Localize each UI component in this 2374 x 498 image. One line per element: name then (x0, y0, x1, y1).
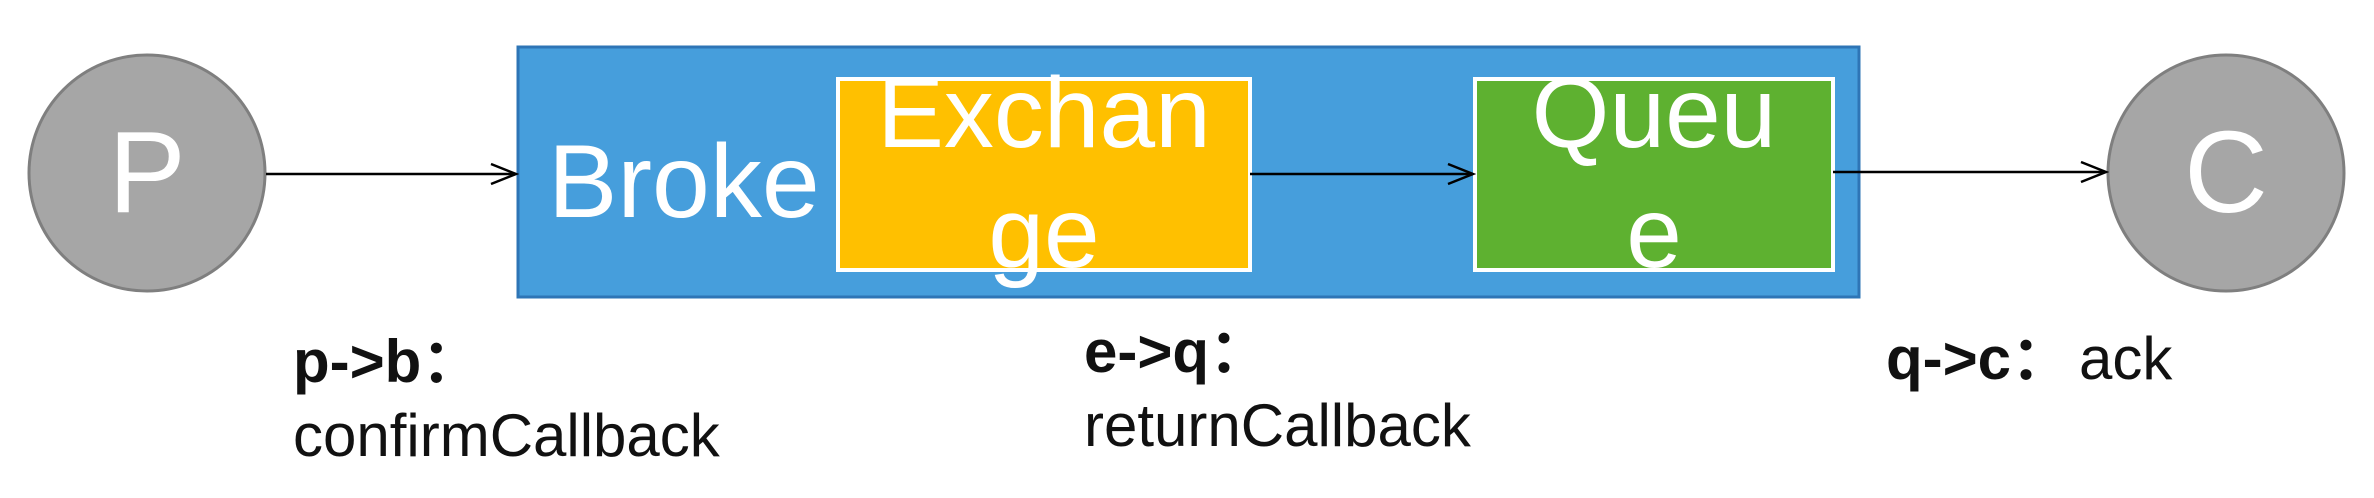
exchange-box (836, 77, 1252, 272)
label-eq-value: returnCallback (1084, 392, 1471, 459)
label-producer-broker: p->b： confirmCallback (293, 328, 720, 470)
exchange-label-line1: Exchan (877, 57, 1211, 169)
label-queue-consumer: q->c：ack (1886, 325, 2172, 393)
queue-box (1473, 77, 1835, 272)
label-pb-title: p->b (293, 328, 422, 395)
producer-node (27, 53, 267, 293)
label-eq-sep: ： (1209, 318, 1270, 385)
exchange-label-line2: ge (988, 177, 1099, 289)
producer-label: P (108, 107, 185, 237)
queue-label-line1: Queu (1532, 57, 1777, 169)
label-exchange-queue: e->q： returnCallback (1084, 318, 1471, 460)
label-qc-value: ack (2079, 325, 2173, 392)
label-eq-title: e->q (1084, 318, 1210, 385)
consumer-label: C (2184, 107, 2268, 237)
label-pb-sep: ： (421, 328, 482, 395)
broker-label: Broke (548, 124, 820, 240)
label-qc-title: q->c (1886, 325, 2012, 392)
queue-label-line2: e (1626, 177, 1682, 289)
label-pb-value: confirmCallback (293, 402, 720, 469)
label-qc-sep: ： (2011, 325, 2072, 392)
